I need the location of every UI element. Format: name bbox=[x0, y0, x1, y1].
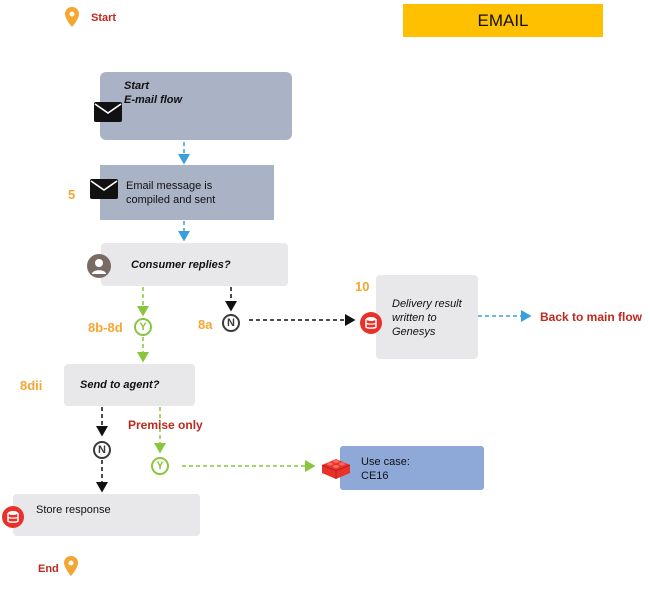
start-label: Start bbox=[91, 12, 117, 24]
database-icon bbox=[360, 312, 382, 334]
compile-line2: compiled and sent bbox=[126, 194, 216, 206]
label-8b-8d: 8b-8d bbox=[88, 320, 123, 335]
header-title: EMAIL bbox=[477, 11, 529, 30]
step-number-8dii: 8dii bbox=[20, 378, 43, 393]
end-label: End bbox=[38, 563, 59, 575]
start-pin-icon bbox=[65, 7, 79, 32]
consumer-text: Consumer replies? bbox=[131, 259, 231, 271]
no-decision-icon: N bbox=[222, 314, 240, 332]
usecase-line2: CE16 bbox=[361, 470, 389, 482]
envelope-icon bbox=[90, 179, 118, 204]
send-agent-text: Send to agent? bbox=[80, 379, 160, 391]
start-flow-line2: E-mail flow bbox=[124, 94, 183, 106]
label-8a: 8a bbox=[198, 317, 213, 332]
step-number-10: 10 bbox=[355, 279, 370, 294]
store-text: Store response bbox=[36, 504, 111, 516]
envelope-icon bbox=[94, 102, 122, 127]
delivery-line3: Genesys bbox=[392, 326, 436, 338]
premise-only-label: Premise only bbox=[128, 418, 203, 432]
database-icon bbox=[2, 506, 24, 528]
step-delivery-result: Delivery result written to Genesys bbox=[376, 275, 478, 359]
back-to-main-flow-label: Back to main flow bbox=[540, 310, 643, 324]
delivery-line2: written to bbox=[392, 312, 437, 324]
step-store-response: Store response bbox=[13, 494, 200, 536]
decision-send-to-agent: Send to agent? bbox=[64, 364, 195, 406]
step-compile-send: Email message is compiled and sent bbox=[90, 165, 274, 220]
step-start-email-flow: Start E-mail flow bbox=[94, 72, 292, 140]
end-pin-icon bbox=[64, 556, 78, 581]
use-case-box: Use case: CE16 bbox=[340, 446, 484, 490]
compile-line1: Email message is bbox=[126, 180, 213, 192]
step-number-5: 5 bbox=[68, 187, 76, 202]
no-decision-icon: N bbox=[93, 441, 111, 459]
yes-decision-icon: Y bbox=[134, 318, 152, 336]
decision-consumer-replies: Consumer replies? bbox=[101, 243, 288, 286]
usecase-line1: Use case: bbox=[361, 456, 410, 468]
lego-brick-icon bbox=[320, 455, 352, 486]
header-banner: EMAIL bbox=[403, 4, 603, 37]
start-flow-line1: Start bbox=[124, 80, 150, 92]
delivery-line1: Delivery result bbox=[392, 298, 462, 310]
yes-decision-icon: Y bbox=[151, 457, 169, 475]
person-icon bbox=[87, 254, 111, 278]
